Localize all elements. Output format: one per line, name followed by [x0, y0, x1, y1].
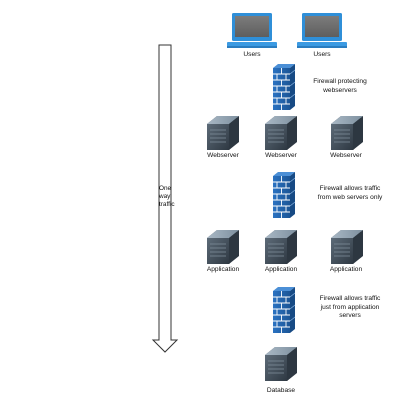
webserver-label: Webserver [265, 152, 297, 159]
firewall-note-line: Firewall allows traffic [319, 295, 381, 302]
application-label: Application [329, 266, 363, 273]
application-server-icon [264, 229, 298, 265]
firewall-note: Firewall protecting webservers [300, 78, 380, 95]
user-label: Users [313, 51, 331, 58]
application-server-icon [206, 229, 240, 265]
firewall-icon [272, 286, 296, 334]
webserver-icon [330, 115, 364, 151]
webserver-icon [264, 115, 298, 151]
firewall-note-line: Firewall protecting [313, 78, 367, 85]
database-label: Database [266, 387, 296, 394]
arrow-label-line: way [159, 193, 171, 200]
arrow-label: One way traffic [159, 185, 175, 209]
firewall-note-line: Firewall allows traffic [319, 185, 381, 192]
firewall-note: Firewall allows traffic just from applic… [300, 295, 400, 321]
user-laptop-icon [227, 13, 277, 48]
application-label: Application [264, 266, 298, 273]
user-label: Users [243, 51, 261, 58]
firewall-note-line: webservers [323, 86, 357, 94]
arrow-label-line: traffic [159, 201, 175, 208]
firewall-note-line: just from application [320, 303, 380, 311]
user-laptop-icon [297, 13, 347, 48]
firewall-note: Firewall allows traffic from web servers… [300, 185, 400, 202]
webserver-label: Webserver [330, 152, 362, 159]
arrow-label-line: One [159, 185, 172, 192]
database-server-icon [264, 346, 298, 382]
application-label: Application [206, 266, 240, 273]
webserver-label: Webserver [207, 152, 239, 159]
webserver-icon [206, 115, 240, 151]
firewall-note-line: from web servers only [317, 193, 383, 201]
firewall-icon [272, 63, 296, 111]
firewall-icon [272, 171, 296, 219]
firewall-note-line: servers [339, 312, 361, 319]
one-way-traffic-arrow [151, 44, 179, 353]
application-server-icon [330, 229, 364, 265]
